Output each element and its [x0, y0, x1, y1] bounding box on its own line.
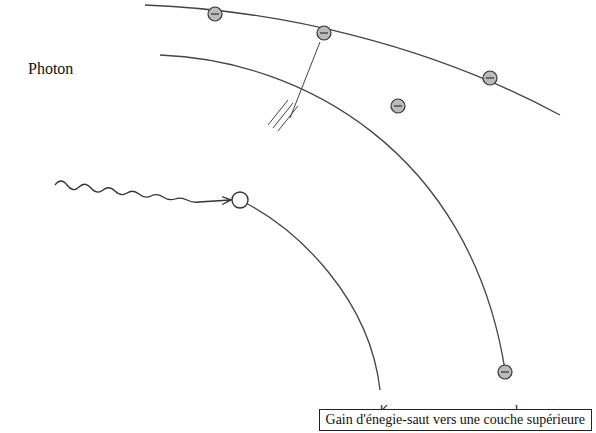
photon-label: Photon: [28, 60, 73, 78]
electrons: [208, 7, 512, 379]
k-shell: [240, 200, 380, 390]
vacancy: [232, 192, 248, 208]
l-shell: [160, 55, 505, 370]
photon-wave: [55, 181, 230, 202]
caption-box: Gain d'énegie-saut vers une couche supér…: [319, 409, 592, 431]
jump-trace: [268, 42, 320, 131]
